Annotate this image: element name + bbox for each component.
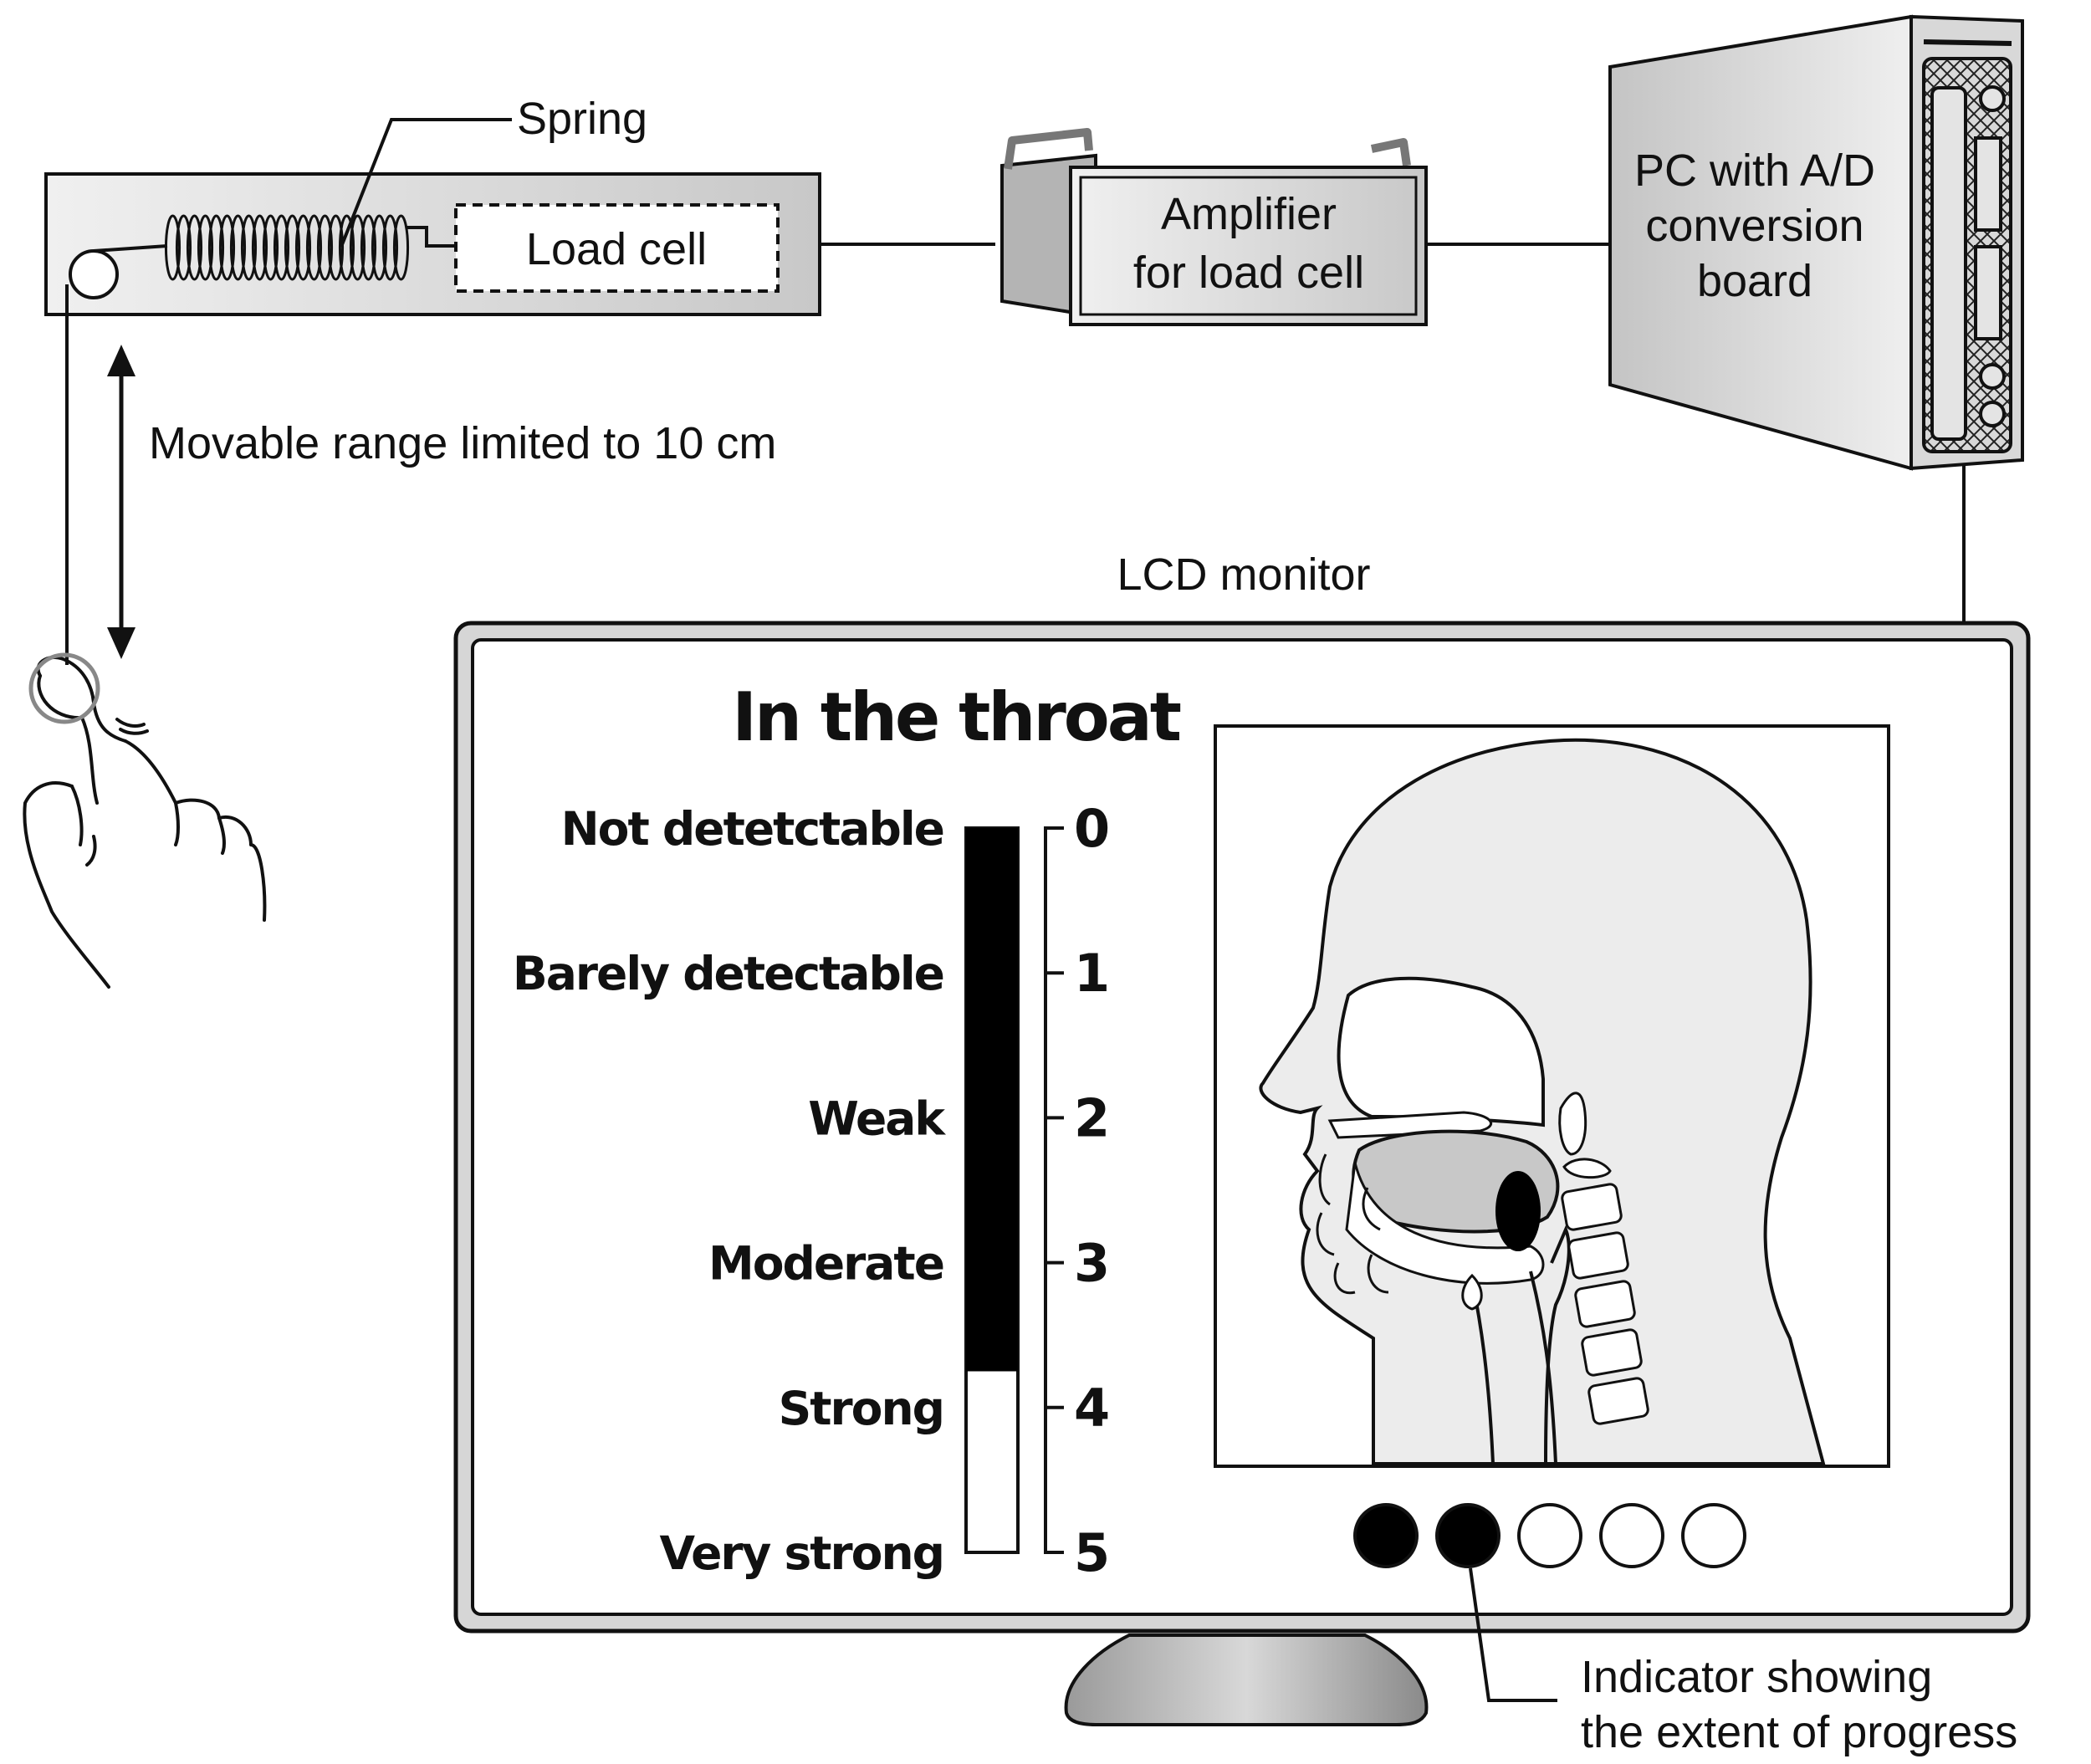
amplifier-label-line1: Amplifier xyxy=(1161,189,1337,239)
finger-icon xyxy=(23,656,267,989)
load-cell-label: Load cell xyxy=(526,224,707,274)
spring-coil xyxy=(338,214,355,281)
spring-coil xyxy=(262,214,279,281)
progress-dot-filled xyxy=(1353,1503,1419,1568)
monitor-stand xyxy=(1064,1634,1429,1726)
indicator-leader-line xyxy=(1469,1567,1557,1702)
movable-range-arrow xyxy=(107,345,135,659)
progress-dot-empty xyxy=(1599,1503,1664,1568)
spring-coil xyxy=(294,214,312,281)
scale-label: Weak xyxy=(808,1092,946,1145)
intensity-bar-fill xyxy=(966,828,1018,1372)
pc-label-line1: PC with A/D xyxy=(1634,146,1875,196)
indicator-label-line2: the extent of progress xyxy=(1581,1707,2017,1757)
scale-label: Very strong xyxy=(660,1526,943,1580)
scale-label: Barely detectable xyxy=(513,947,943,1000)
spring-coil xyxy=(284,214,301,281)
progress-dot-empty xyxy=(1681,1503,1746,1568)
load-cell-device: Load cell Spring xyxy=(44,94,821,316)
progress-dot-empty xyxy=(1517,1503,1582,1568)
spring-coil xyxy=(327,214,345,281)
spring-coil xyxy=(316,214,334,281)
scale-number: 1 xyxy=(1074,943,1110,1004)
fingertip-ring xyxy=(28,652,100,724)
pulley-icon xyxy=(69,249,119,299)
pc-label-line2: conversion xyxy=(1645,201,1863,251)
spring-icon xyxy=(164,214,410,281)
amplifier-label-line2: for load cell xyxy=(1133,248,1364,298)
load-cell-box xyxy=(454,203,780,293)
scale-number: 2 xyxy=(1074,1087,1110,1148)
progress-dot-filled xyxy=(1435,1503,1501,1568)
target-area-marker xyxy=(1495,1171,1541,1251)
spring-coil xyxy=(164,214,181,281)
spring-coil xyxy=(381,214,399,281)
scale-label: Not detetctable xyxy=(561,802,943,856)
screen-title: In the throat xyxy=(732,678,1180,756)
head-anatomy-icon xyxy=(1214,724,1890,1468)
spring-coil xyxy=(175,214,192,281)
indicator-label-line1: Indicator showing xyxy=(1581,1652,1932,1702)
scale-number: 4 xyxy=(1074,1378,1110,1439)
lcd-monitor-label: LCD monitor xyxy=(1117,550,1370,600)
spring-coil xyxy=(229,214,247,281)
progress-indicator xyxy=(1353,1503,1746,1568)
amplifier-device: Amplifier for load cell xyxy=(1000,128,1428,326)
spring-coil xyxy=(305,214,323,281)
spring-coil xyxy=(207,214,225,281)
spring-coil xyxy=(360,214,377,281)
pc-label-line3: board xyxy=(1697,256,1812,306)
scale-number: 5 xyxy=(1074,1522,1110,1583)
spring-coil xyxy=(273,214,290,281)
spring-label: Spring xyxy=(517,94,647,144)
spring-coil xyxy=(392,214,410,281)
scale-label: Moderate xyxy=(708,1237,943,1291)
spring-coil xyxy=(186,214,203,281)
scale-number: 3 xyxy=(1074,1233,1110,1294)
scale-number: 0 xyxy=(1074,798,1110,859)
spring-coil xyxy=(240,214,258,281)
spring-coil xyxy=(218,214,236,281)
pc-tower-icon: PC with A/D conversion board xyxy=(1608,14,2024,471)
scale-label: Strong xyxy=(779,1382,943,1435)
spring-coil xyxy=(349,214,366,281)
spring-coil xyxy=(371,214,388,281)
spring-coil xyxy=(251,214,268,281)
movable-range-label: Movable range limited to 10 cm xyxy=(149,418,776,468)
spring-coil xyxy=(197,214,214,281)
